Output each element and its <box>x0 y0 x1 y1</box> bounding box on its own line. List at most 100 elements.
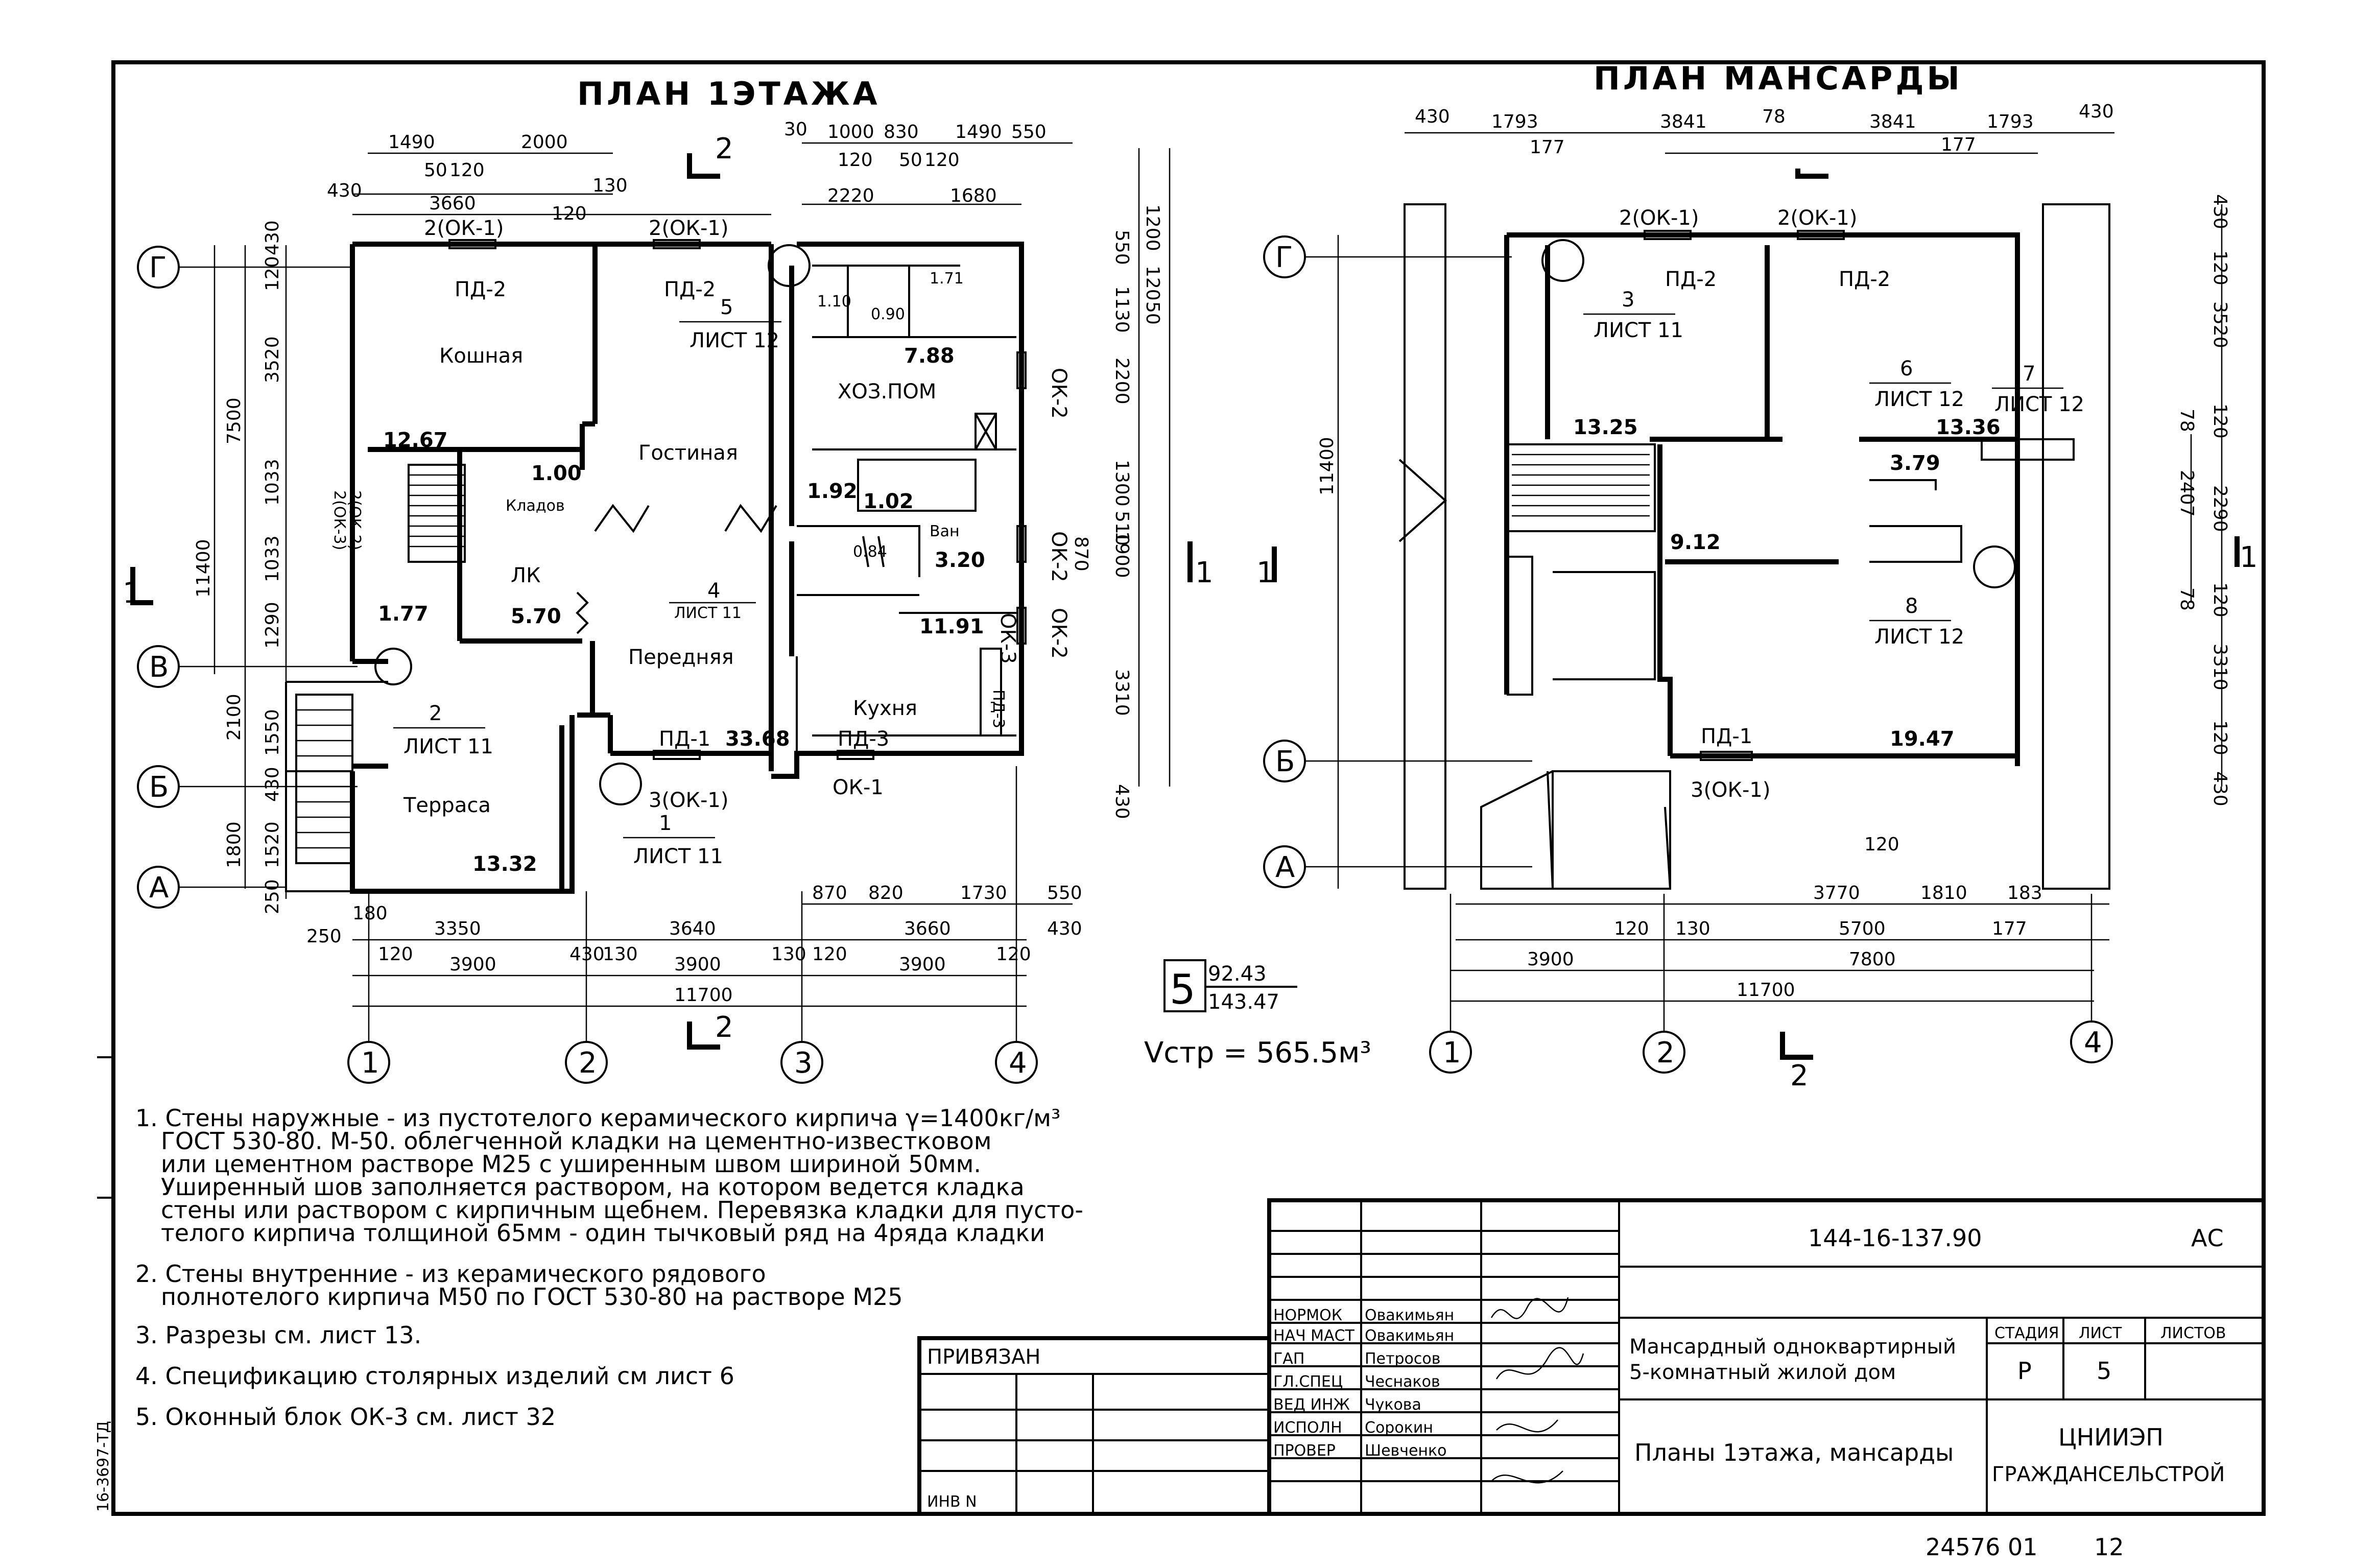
summary-area-bottom: 143.47 <box>1208 990 1279 1014</box>
door-label: ПД-1 <box>1701 725 1752 748</box>
dim-text: 120 <box>2209 582 2230 617</box>
dim-text: 50 <box>1142 301 1163 325</box>
window-label: 2(ОК-1) <box>1777 206 1857 230</box>
dim-text: 120 <box>1864 834 1899 855</box>
dim-text: 870 <box>1071 536 1091 572</box>
dim-text: 120 <box>2209 720 2230 755</box>
room-area: 13.32 <box>472 852 537 876</box>
plan1-axes: Г В Б А 1 2 3 4 <box>137 246 1038 1084</box>
dim-text: 3770 <box>1813 883 1860 904</box>
callout-num: 7 <box>2023 362 2035 386</box>
stamp-role: ПРОВЕР <box>1273 1442 1336 1460</box>
room-area: 13.25 <box>1573 416 1638 439</box>
plan1-walls <box>285 242 1024 894</box>
dim-text: 550 <box>1111 230 1132 265</box>
stamp-name: Шевченко <box>1365 1442 1447 1460</box>
stamp-footer-page: 12 <box>2094 1533 2124 1561</box>
callout-sheet: ЛИСТ 11 <box>674 604 742 622</box>
dim-text: 11400 <box>193 539 214 598</box>
dim-text: 1730 <box>960 883 1007 904</box>
callout-num: 1 <box>659 812 672 835</box>
dim-text: 3900 <box>674 954 721 975</box>
stamp-project: 5-комнатный жилой дом <box>1629 1361 1896 1384</box>
stamp-stage-label: СТАДИЯ <box>1994 1324 2059 1342</box>
stamp-sheet-title: Планы 1этажа, мансарды <box>1634 1439 1954 1466</box>
dim-text: 1900 <box>1111 531 1132 578</box>
dim-text: 3900 <box>449 954 496 975</box>
dim-text: 183 <box>2007 883 2042 904</box>
stamp-sheet-label: ЛИСТ <box>2079 1324 2122 1342</box>
stamp-footer: 24576 01 <box>1926 1533 2038 1561</box>
dim-text: 3660 <box>429 193 476 214</box>
dim-text: 2290 <box>2209 485 2230 532</box>
note-line: стены или раствором с кирпичным щебнем. … <box>161 1196 1083 1224</box>
dim-text: 1793 <box>1987 111 2034 132</box>
dim-text: 1200 <box>1142 204 1163 251</box>
dim-text: 3350 <box>434 918 481 939</box>
room-area: 33.68 <box>725 727 790 751</box>
dim-text: 3841 <box>1869 111 1916 132</box>
dim-text: 120 <box>838 150 873 171</box>
plan2-stairs <box>1512 454 1650 517</box>
dim-text: 830 <box>884 122 919 142</box>
dim-text: 3900 <box>1527 949 1574 970</box>
dim-text: 1520 <box>262 821 283 868</box>
room-area: 3.79 <box>1890 452 1940 475</box>
window-label: ОК-2 <box>1047 608 1071 659</box>
callout-sheet: ЛИСТ 11 <box>633 845 723 868</box>
dim-text: 3310 <box>2209 644 2230 691</box>
room-area: 19.47 <box>1890 727 1955 751</box>
door-label: ПД-2 <box>455 278 506 301</box>
note-line: или цементном растворе М25 с уширенным ш… <box>161 1150 981 1178</box>
room-area: 5.70 <box>511 605 561 628</box>
section-mark: 2 <box>715 132 733 165</box>
dim-text: 1793 <box>1491 111 1538 132</box>
axis-label: 1 <box>1443 1036 1461 1070</box>
window-label: 3(ОК-1) <box>1691 778 1770 802</box>
callout-sheet: ЛИСТ 12 <box>690 329 779 352</box>
callout-circle <box>768 244 811 287</box>
dim-text: 120 <box>262 256 283 291</box>
section-mark: 1 <box>123 577 141 610</box>
dim-text: 430 <box>1415 106 1450 127</box>
section-mark: 2 <box>715 1011 733 1044</box>
room-area: 3.20 <box>935 549 985 572</box>
callout-sheet: ЛИСТ 12 <box>1874 625 1964 649</box>
callout-sheet: ЛИСТ 12 <box>1874 388 1964 411</box>
room-name: ХОЗ.ПОМ <box>838 380 936 403</box>
stamp-role: НОРМОК <box>1273 1306 1342 1324</box>
dim-text: 120 <box>812 944 847 965</box>
axis-label: Г <box>1275 241 1293 274</box>
section-mark: 1 <box>2240 541 2258 574</box>
door-label: ПД-1 <box>659 727 710 751</box>
room-name: Гостиная <box>638 441 738 465</box>
stamp-stage: Р <box>2017 1357 2032 1385</box>
dim-text: 1033 <box>262 535 283 582</box>
dim-text: 2000 <box>521 132 568 153</box>
dim-text: 2100 <box>224 694 245 741</box>
door-label: ПД-2 <box>1665 268 1717 291</box>
dim-text: 1130 <box>1111 286 1132 333</box>
axis-label: 4 <box>1009 1047 1027 1080</box>
window-label: 3(ОК-1) <box>649 789 728 812</box>
room-area: 11.91 <box>919 615 984 638</box>
dim-text: 430 <box>2209 771 2230 806</box>
room-area: 1.00 <box>531 462 582 485</box>
summary-area-top: 92.43 <box>1208 962 1267 986</box>
stamp-bound: ПРИВЯЗАН <box>927 1345 1040 1369</box>
stamp-mark: АС <box>2191 1224 2224 1252</box>
dim-text: 11700 <box>1737 980 1795 1001</box>
stamp-project: Мансардный одноквартирный <box>1629 1335 1956 1359</box>
window-label: ОК-1 <box>833 776 884 799</box>
notes: 1. Стены наружные - из пустотелого керам… <box>135 1104 1083 1431</box>
room-name: Терраса <box>403 794 491 817</box>
section-mark: 2 <box>1790 1059 1809 1092</box>
dim-text: 1290 <box>262 602 283 649</box>
axis-label: Б <box>149 771 169 804</box>
stamp-name: Сорокин <box>1365 1419 1433 1437</box>
dim-text: 120 <box>378 944 413 965</box>
window-label: 2(ОК-2) <box>346 490 364 550</box>
dim-text: 7500 <box>224 397 245 444</box>
dim-text: 3841 <box>1660 111 1707 132</box>
room-area: 9.12 <box>1670 531 1721 554</box>
